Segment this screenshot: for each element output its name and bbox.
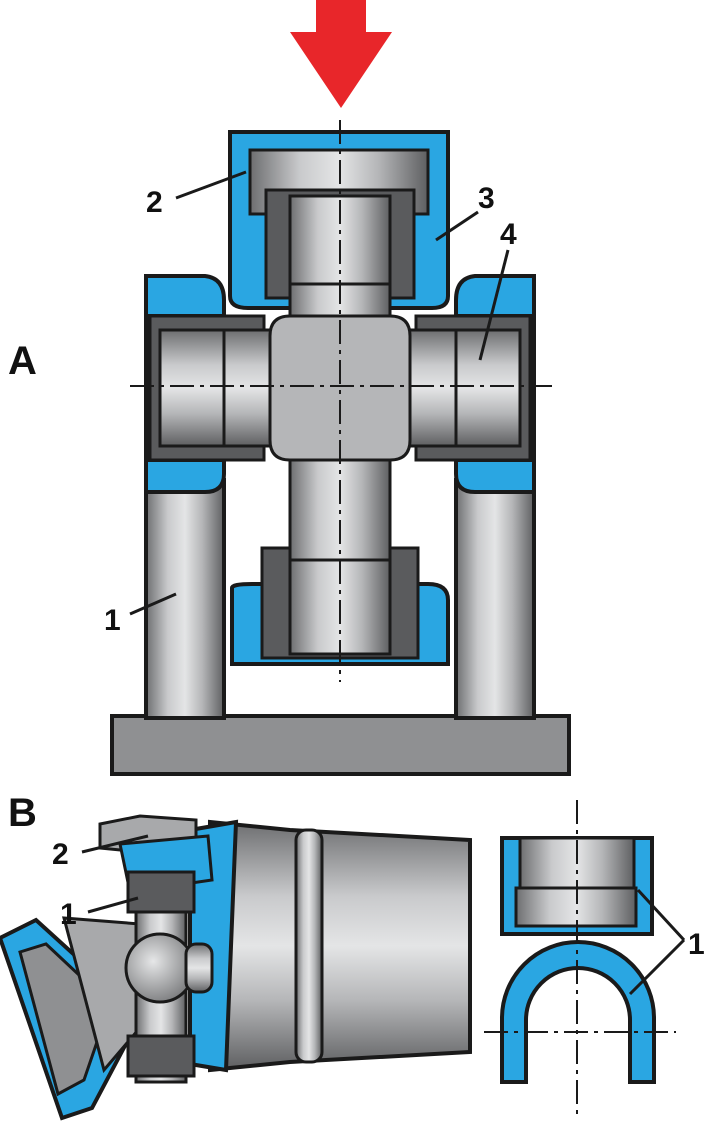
leader-a-3 bbox=[435, 210, 479, 242]
driveshaft-body bbox=[188, 819, 472, 1073]
leader-a-4 bbox=[478, 249, 510, 361]
label-b-1-right: 1 bbox=[688, 928, 705, 961]
support-ring-detail bbox=[500, 940, 656, 1084]
label-b-2: 2 bbox=[52, 838, 69, 871]
leader-a-2 bbox=[175, 170, 247, 200]
support-pillar-left bbox=[144, 478, 226, 720]
view-b-label: B bbox=[8, 791, 37, 835]
leader-a-1 bbox=[129, 592, 177, 616]
leader-b-1 bbox=[87, 896, 139, 914]
label-a-3: 3 bbox=[478, 182, 495, 215]
leader-b-2 bbox=[81, 834, 149, 854]
support-pillar-right bbox=[454, 478, 536, 720]
label-a-4: 4 bbox=[500, 218, 517, 251]
leader-b-1-right-bottom bbox=[628, 938, 686, 996]
angled-flange bbox=[0, 916, 152, 1121]
label-a-1: 1 bbox=[104, 604, 121, 637]
view-a-label: A bbox=[8, 339, 37, 383]
label-a-2: 2 bbox=[146, 186, 163, 219]
cross-view-b bbox=[124, 870, 214, 1084]
label-b-1-left: 1 bbox=[60, 898, 77, 931]
leader-b-1-right-top bbox=[636, 888, 686, 942]
base-plate bbox=[110, 714, 571, 776]
down-arrow-icon bbox=[290, 0, 392, 108]
